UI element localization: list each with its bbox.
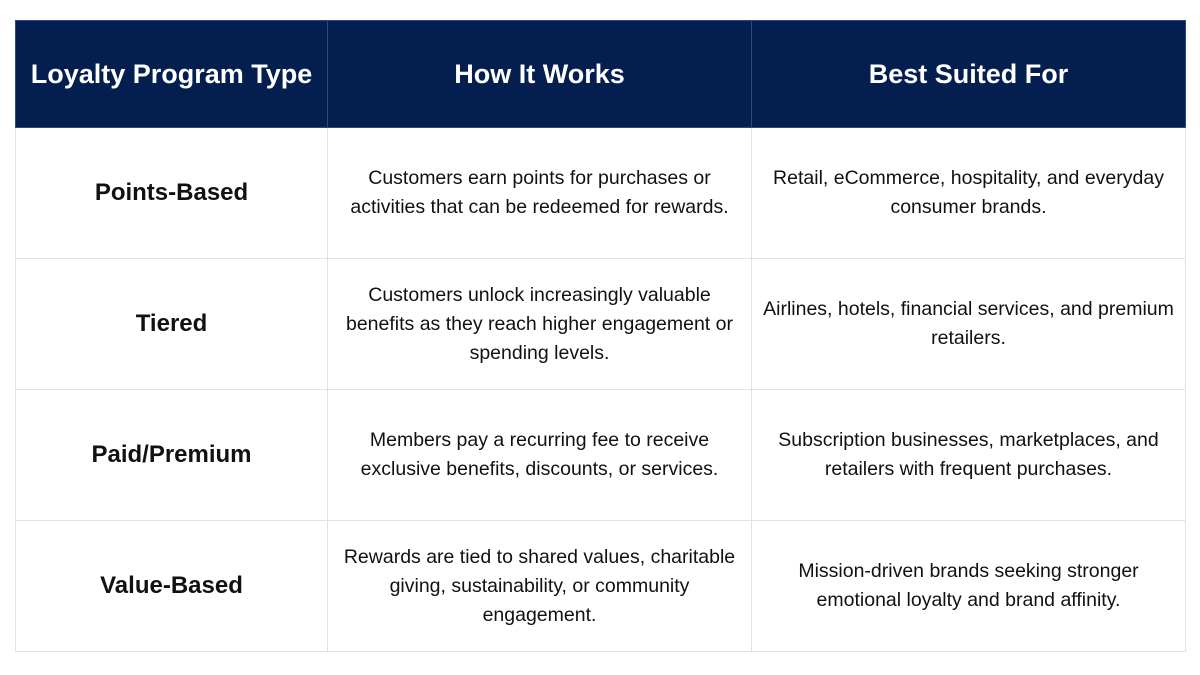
best-suited-for-cell: Airlines, hotels, financial services, an… xyxy=(751,258,1186,390)
table-header: Loyalty Program Type How It Works Best S… xyxy=(15,20,1186,128)
table-row: Points-Based Customers earn points for p… xyxy=(15,127,1186,259)
table-row: Value-Based Rewards are tied to shared v… xyxy=(15,520,1186,652)
how-it-works-cell: Customers unlock increasingly valuable b… xyxy=(327,258,752,390)
program-type-cell: Value-Based xyxy=(15,520,328,652)
header-best-suited-for: Best Suited For xyxy=(751,20,1186,128)
header-row: Loyalty Program Type How It Works Best S… xyxy=(15,20,1186,128)
program-type-cell: Tiered xyxy=(15,258,328,390)
best-suited-for-cell: Retail, eCommerce, hospitality, and ever… xyxy=(751,127,1186,259)
table-body: Points-Based Customers earn points for p… xyxy=(15,127,1186,652)
best-suited-for-cell: Subscription businesses, marketplaces, a… xyxy=(751,389,1186,521)
how-it-works-cell: Members pay a recurring fee to receive e… xyxy=(327,389,752,521)
how-it-works-cell: Rewards are tied to shared values, chari… xyxy=(327,520,752,652)
table-row: Tiered Customers unlock increasingly val… xyxy=(15,258,1186,390)
program-type-cell: Paid/Premium xyxy=(15,389,328,521)
header-how-it-works: How It Works xyxy=(327,20,752,128)
program-type-cell: Points-Based xyxy=(15,127,328,259)
loyalty-program-table: Loyalty Program Type How It Works Best S… xyxy=(15,20,1186,652)
best-suited-for-cell: Mission-driven brands seeking stronger e… xyxy=(751,520,1186,652)
header-loyalty-program-type: Loyalty Program Type xyxy=(15,20,328,128)
table-row: Paid/Premium Members pay a recurring fee… xyxy=(15,389,1186,521)
how-it-works-cell: Customers earn points for purchases or a… xyxy=(327,127,752,259)
